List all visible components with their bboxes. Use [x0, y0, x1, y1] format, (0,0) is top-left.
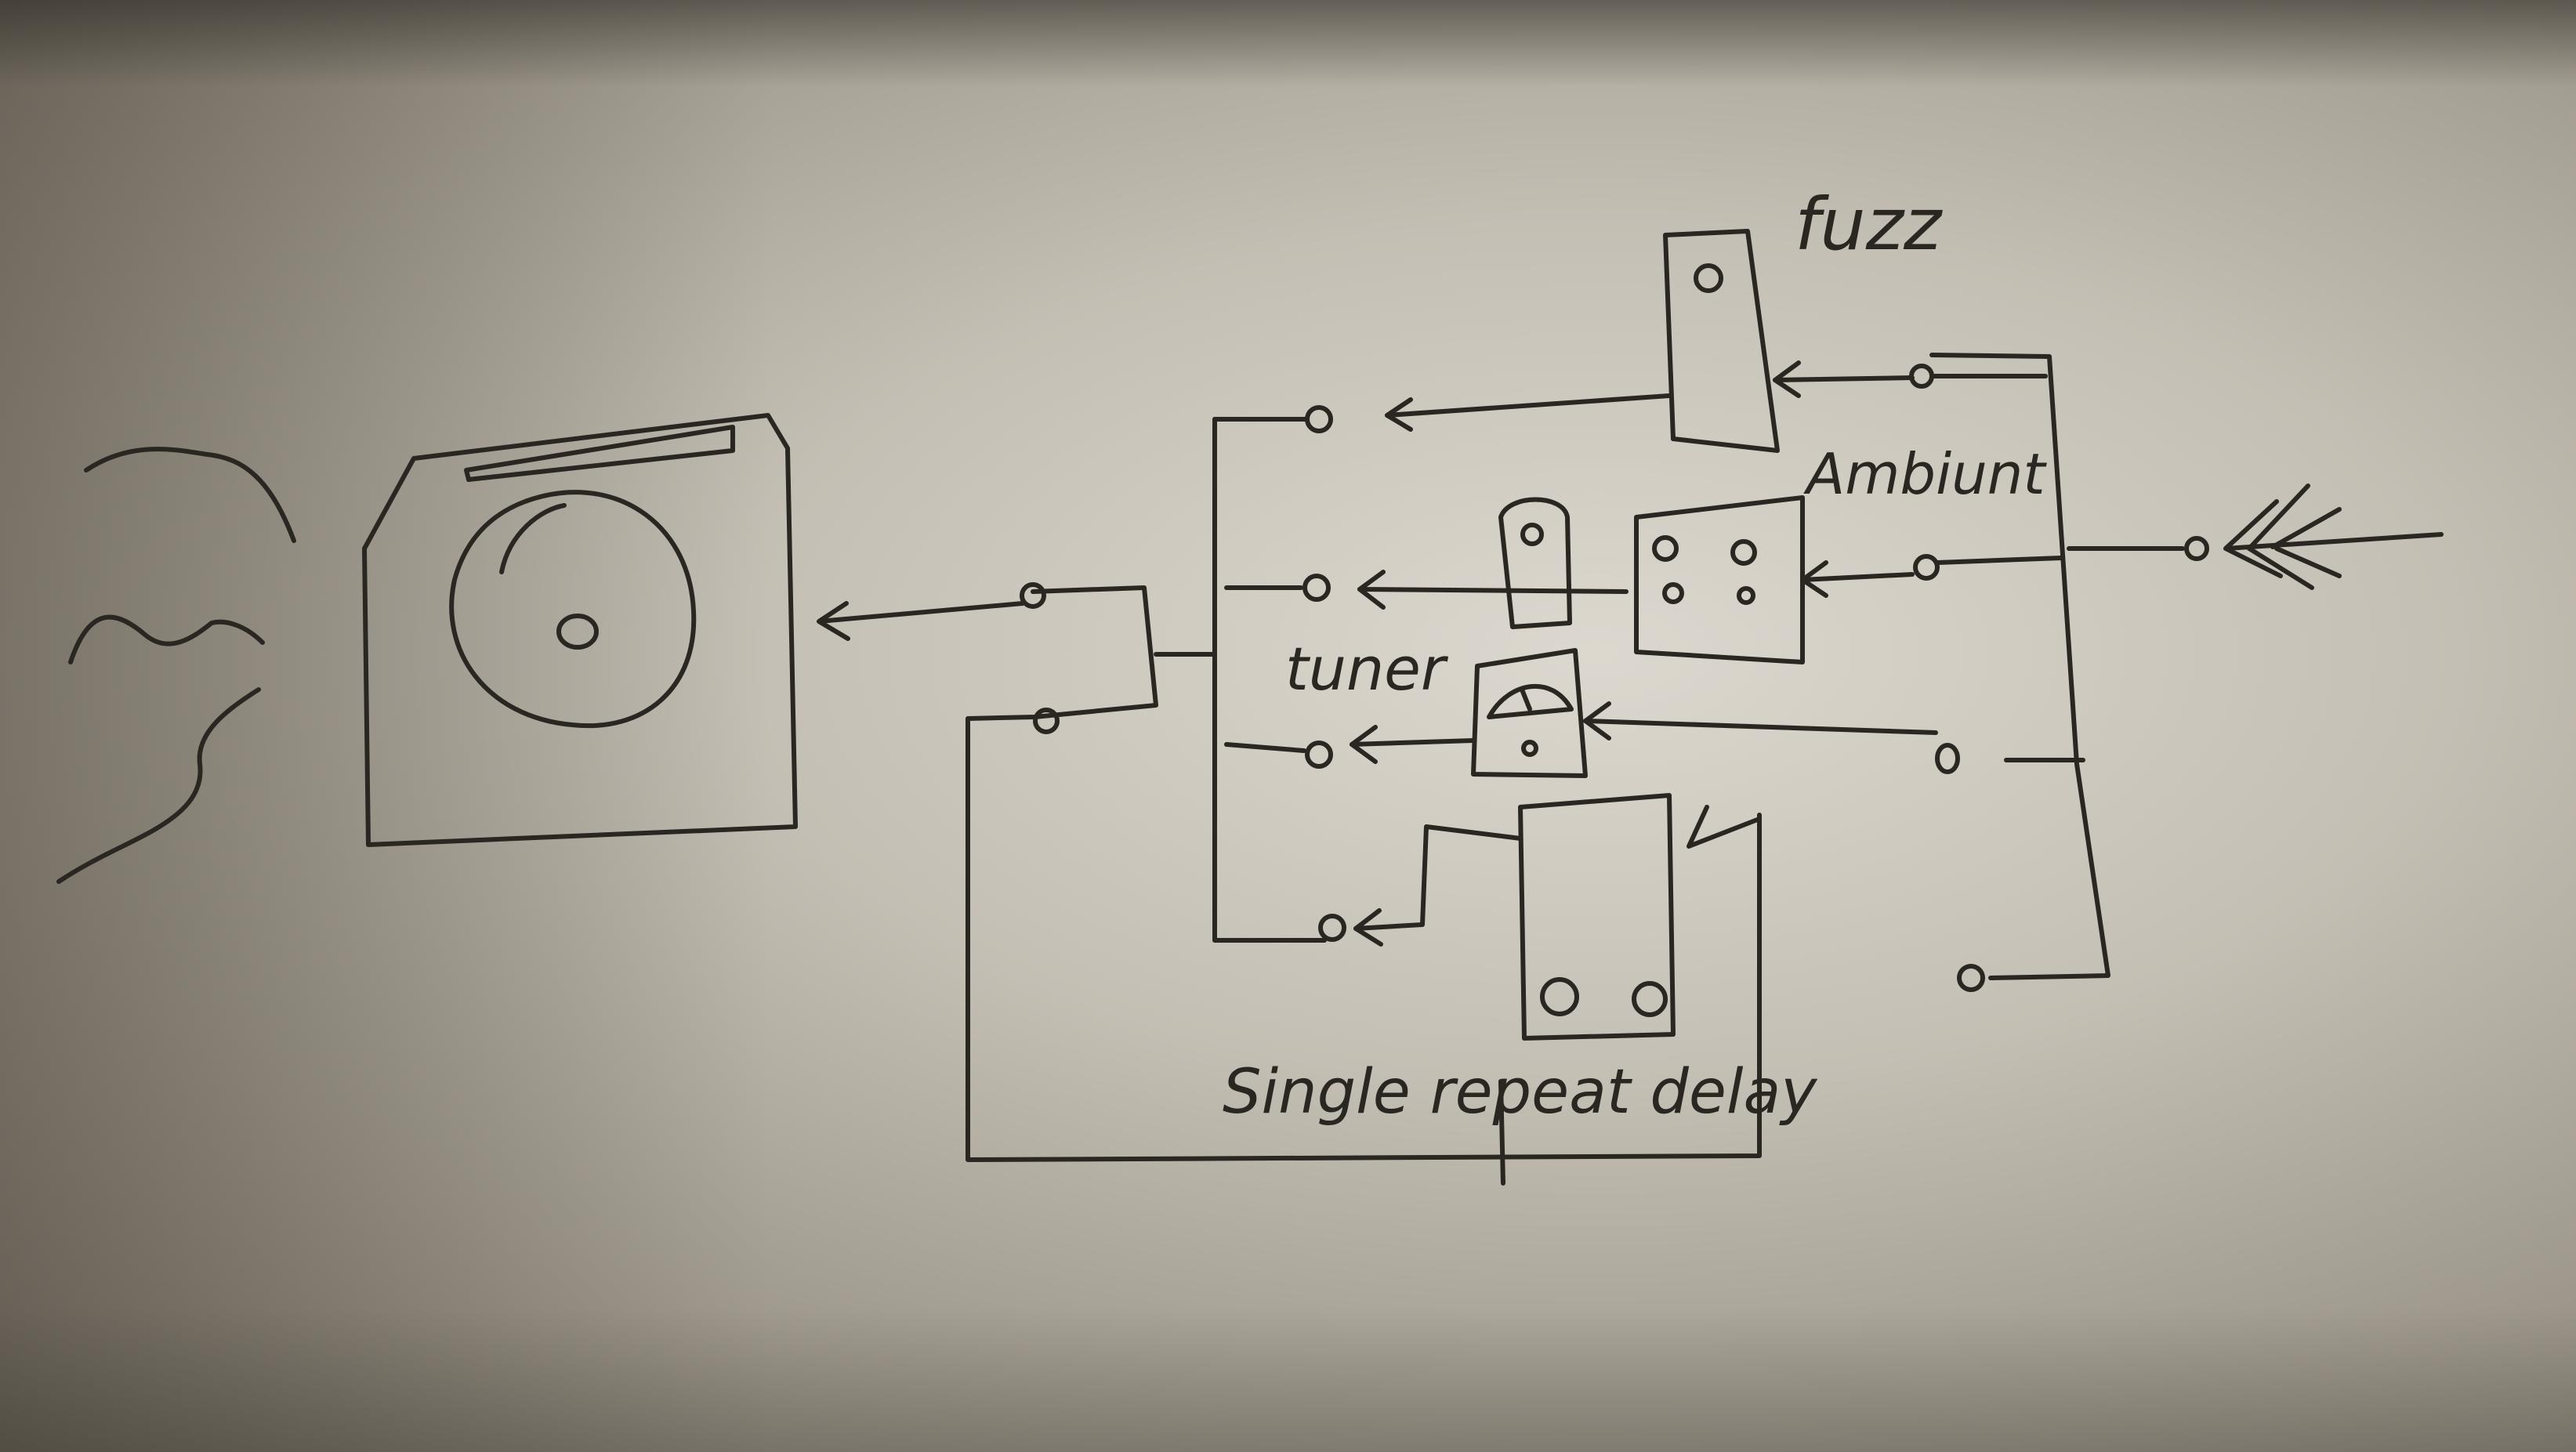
- delay-label: Single repeat delay: [1223, 1057, 1818, 1128]
- delay-send-jack: [1318, 914, 1346, 942]
- return-bus-wire: [1929, 353, 2110, 980]
- fuzz-output-wire: [1385, 393, 1672, 418]
- switcher-hub: [966, 417, 1762, 1162]
- ambient-pedal-body: [1634, 495, 1805, 664]
- fuzz-send-jack: [1305, 405, 1333, 433]
- return-link-ambient: [1935, 556, 2063, 565]
- sound-wave-bottom: [56, 687, 261, 884]
- delay-pedal-body: [1518, 793, 1676, 1041]
- delay-input-arrow: [1687, 805, 1762, 849]
- tuner-pedal-body: [1471, 648, 1588, 778]
- fuzz-input-wire: [1773, 375, 1915, 382]
- tuner-pedal: tuner: [1224, 634, 1960, 778]
- buffer-output-arrow: [1357, 570, 1386, 610]
- ambient-pedal: Ambiunt: [1634, 441, 2047, 664]
- amplifier-control-panel: [464, 425, 735, 482]
- tuner-footswitch: [1521, 740, 1538, 757]
- sound-wave-top: [84, 447, 296, 543]
- switcher-jack-bottom: [1033, 708, 1060, 734]
- ambient-return-jack: [1913, 554, 1940, 581]
- ambient-knob-3: [1662, 582, 1684, 604]
- amplifier-dust-cap: [556, 614, 599, 650]
- tuner-needle: [1520, 687, 1532, 712]
- ambient-label: Ambiunt: [1803, 441, 2047, 507]
- delay-label-stroke: [1498, 1079, 1505, 1186]
- delay-pedal: Single repeat delay: [1223, 793, 1818, 1186]
- ambient-input-arrow: [1800, 560, 1828, 598]
- switcher-jack-top: [1020, 582, 1046, 609]
- fuzz-label: fuzz: [1795, 183, 1943, 266]
- fuzz-output-arrow: [1385, 397, 1413, 432]
- fuzz-pedal: fuzz: [1212, 183, 1943, 453]
- return-jack-spare: [1957, 964, 1985, 992]
- tuner-output-wire: [1350, 738, 1476, 747]
- tuner-label: tuner: [1285, 634, 1449, 704]
- amplifier-input-arrow: [817, 601, 1025, 641]
- delay-knob-right: [1632, 981, 1668, 1017]
- tuner-meter: [1487, 683, 1574, 719]
- ambient-input-wire: [1800, 572, 1915, 582]
- buffer-pedal-body: [1498, 497, 1572, 629]
- guitar-input-arrow: [2223, 483, 2444, 590]
- sound-waves: [56, 447, 296, 884]
- tuner-output-arrow: [1350, 725, 1378, 764]
- amplifier: [362, 413, 1025, 847]
- sound-wave-middle: [68, 614, 265, 664]
- ambient-knob-4: [1737, 586, 1755, 605]
- send-bus: [1212, 417, 1327, 943]
- tuner-send-link: [1224, 742, 1306, 753]
- tuner-input-wire: [1583, 719, 1938, 735]
- fuzz-pedal-body: [1663, 229, 1780, 453]
- buffer-pedal: [1224, 497, 1629, 629]
- fuzz-input-arrow: [1773, 360, 1801, 398]
- tuner-return-jack: [1935, 743, 1960, 774]
- ambient-knob-1: [1652, 535, 1679, 562]
- tuner-input-arrow: [1583, 701, 1611, 740]
- tuner-send-jack: [1305, 740, 1333, 769]
- buffer-knob: [1520, 523, 1544, 546]
- return-bus: [1929, 353, 2444, 992]
- delay-output-wire: [1353, 824, 1523, 931]
- buffer-output-wire: [1357, 587, 1629, 594]
- ambient-knob-2: [1730, 539, 1757, 566]
- guitar-input-jack: [2184, 536, 2209, 561]
- fuzz-knob: [1694, 263, 1723, 293]
- fuzz-return-jack: [1909, 364, 1934, 389]
- amplifier-speaker-cone: [449, 490, 697, 729]
- buffer-send-jack: [1302, 574, 1331, 602]
- delay-knob-left: [1540, 977, 1579, 1016]
- delay-output-arrow: [1353, 908, 1383, 947]
- amplifier-cabinet: [362, 413, 798, 847]
- switcher-body: [966, 585, 1762, 1162]
- amplifier-speaker-detail: [499, 503, 567, 574]
